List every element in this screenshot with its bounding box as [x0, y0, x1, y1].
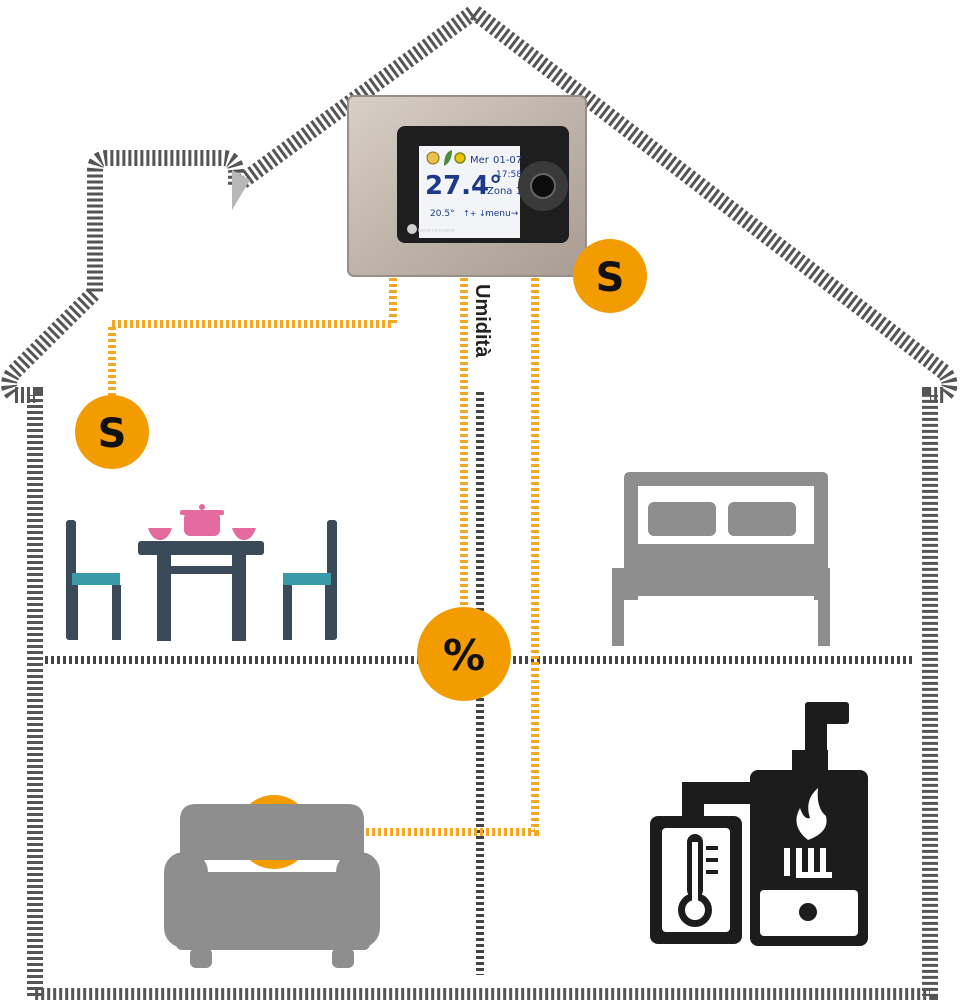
bowl-left-icon: [148, 528, 172, 540]
sofa-icon: [164, 804, 380, 968]
home-innovation-logo-icon: [407, 224, 417, 234]
svg-text:%: %: [443, 631, 485, 680]
sensor-wiring: [108, 278, 539, 836]
bed-icon: [612, 472, 830, 646]
screen-time: 17:58: [496, 170, 522, 180]
pot-icon: [180, 504, 224, 536]
bowl-right-icon: [232, 528, 256, 540]
screen-temperature: 27.4°: [425, 171, 502, 201]
boiler-pipe: [682, 782, 752, 822]
thermostat-sensor-badge: S: [573, 239, 647, 313]
thermostat-device[interactable]: Mer 01-07 27.4° 17:58 Zona 1 20.5° ↑+ ↓-…: [347, 95, 587, 277]
brand-label: home innovation: [418, 228, 455, 234]
flame-icon: [796, 788, 827, 840]
chair-left-icon: [66, 520, 121, 640]
screen-menu-button[interactable]: menu→: [485, 209, 519, 219]
screen-zone: Zona 1: [487, 186, 522, 197]
wire-kitchen-sensor: [108, 278, 397, 408]
chair-right-icon: [283, 520, 337, 640]
leaf-icon: [444, 150, 452, 166]
humidity-sensor-badge: %: [417, 607, 511, 701]
dining-table-icon: [138, 541, 264, 641]
humidity-label: Umidità: [471, 284, 493, 358]
water-tank-icon: [650, 816, 742, 944]
flower-icon: [454, 152, 466, 164]
wire-living-sensor: [305, 278, 539, 836]
boiler-icon: [750, 702, 868, 946]
kitchen-sensor-badge: S: [75, 395, 149, 469]
svg-text:S: S: [98, 411, 127, 457]
screen-setpoint: 20.5°: [430, 209, 455, 219]
screen-date: 01-07: [493, 155, 522, 166]
svg-text:S: S: [596, 255, 625, 301]
screen-adjust-arrows[interactable]: ↑+ ↓-: [463, 209, 489, 218]
screen-day: Mer: [470, 155, 490, 166]
control-dial[interactable]: [530, 173, 556, 199]
sun-icon: [426, 151, 440, 165]
